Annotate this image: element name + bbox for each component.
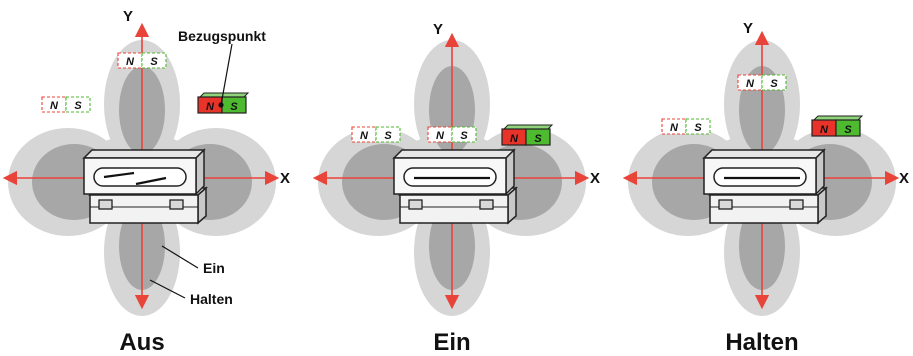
magnet: N S	[197, 92, 250, 114]
contact-reed-left	[103, 171, 135, 179]
magnet-ghost: N S	[41, 96, 91, 113]
svg-text:N: N	[126, 56, 135, 68]
svg-text:N: N	[510, 133, 519, 145]
reference-leader-line	[220, 43, 233, 106]
on-zone-label: Ein	[203, 260, 225, 276]
x-axis-label: X	[280, 170, 290, 187]
hold-zone-leader-line	[149, 279, 186, 299]
reed-switch	[83, 149, 207, 224]
on-zone-leader-line	[161, 245, 199, 269]
svg-text:S: S	[74, 100, 82, 112]
y-axis-label: Y	[433, 21, 443, 38]
svg-text:S: S	[150, 56, 158, 68]
contact-reed-right	[135, 176, 167, 186]
reed-switch	[393, 149, 517, 224]
svg-text:S: S	[534, 133, 542, 145]
reference-point-label: Bezugspunkt	[178, 28, 266, 44]
svg-text:S: S	[770, 78, 778, 90]
y-axis-label: Y	[743, 20, 753, 37]
magnet-ghost: N S	[737, 74, 787, 91]
svg-text:S: S	[230, 101, 238, 113]
panel-ein: Y X Ein N S N S N S	[312, 21, 600, 356]
magnet-ghost: N S	[351, 126, 401, 143]
svg-text:S: S	[384, 130, 392, 142]
panel-halten: Y X Halten N S N S N S	[622, 20, 909, 356]
magnet-ghost: N S	[427, 126, 477, 143]
svg-text:N: N	[670, 122, 679, 134]
svg-text:N: N	[206, 101, 215, 113]
svg-text:N: N	[436, 130, 445, 142]
svg-text:S: S	[694, 122, 702, 134]
svg-text:N: N	[50, 100, 59, 112]
panel-title: Aus	[119, 329, 164, 356]
panel-aus: Y X Aus N S N S N S Bezugspunkt Ein	[2, 8, 290, 356]
hold-zone-label: Halten	[190, 291, 233, 307]
panel-title: Ein	[433, 329, 470, 356]
magnet-ghost: N S	[661, 118, 711, 135]
magnet: N S	[501, 124, 554, 146]
x-axis-label: X	[590, 170, 600, 187]
reed-switch	[703, 149, 827, 224]
magnet: N S	[811, 115, 864, 137]
svg-text:S: S	[844, 124, 852, 136]
svg-text:N: N	[360, 130, 369, 142]
panel-title: Halten	[725, 329, 798, 356]
svg-text:S: S	[460, 130, 468, 142]
svg-text:N: N	[820, 124, 829, 136]
magnet-ghost: N S	[117, 52, 167, 69]
y-axis-label: Y	[123, 8, 133, 25]
svg-text:N: N	[746, 78, 755, 90]
x-axis-label: X	[899, 170, 909, 187]
